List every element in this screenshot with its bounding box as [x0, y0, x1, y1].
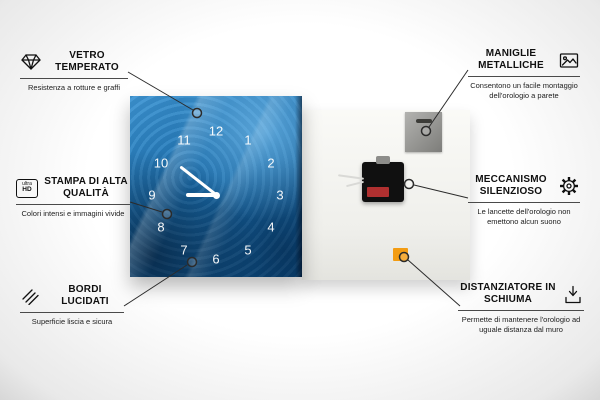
clock-number: 7: [180, 242, 188, 258]
callout-title: DISTANZIATORE IN SCHIUMA: [460, 282, 556, 305]
clock-hour-hand: [186, 193, 216, 197]
polished-edge-icon: [20, 287, 42, 305]
mechanism-hanger: [376, 156, 390, 164]
callout-distanziatore-schiuma: DISTANZIATORE IN SCHIUMA Permette di man…: [458, 282, 584, 335]
callout-subtitle: Superficie liscia e sicura: [31, 317, 113, 326]
clock-mechanism: [337, 156, 404, 202]
metal-hanger-plate: [405, 112, 442, 152]
callout-title: STAMPA DI ALTA QUALITÀ: [44, 176, 128, 199]
clock-front-panel: 12 1 2 3 4 5 6 7 8 9 10 11: [130, 96, 302, 277]
foam-spacer: [393, 248, 408, 261]
clock-number: 5: [244, 242, 252, 258]
callout-header: DISTANZIATORE IN SCHIUMA: [458, 282, 584, 311]
gear-icon: [558, 176, 580, 196]
clock-number: 2: [267, 155, 275, 171]
foam-spacer-icon: [562, 285, 584, 304]
callout-meccanismo-silenzioso: MECCANISMO SILENZIOSO Le lancette dell'o…: [468, 174, 580, 227]
clock-number: 1: [244, 132, 252, 148]
callout-title: BORDI LUCIDATI: [61, 284, 109, 307]
clock-number: 4: [267, 219, 275, 235]
callout-title: VETRO TEMPERATO: [55, 50, 119, 73]
battery: [367, 187, 389, 197]
diamond-icon: [20, 53, 42, 71]
callout-title: MECCANISMO SILENZIOSO: [475, 174, 547, 197]
clock-back-panel: [302, 110, 470, 280]
clock-number: 8: [157, 219, 165, 235]
callout-bordi-lucidati: BORDI LUCIDATI Superficie liscia e sicur…: [20, 284, 124, 327]
glass-reflection: [130, 96, 302, 277]
callout-subtitle: Le lancette dell'orologio non emettono a…: [477, 207, 571, 226]
spare-clock-hand: [346, 180, 364, 188]
callout-stampa-alta-qualita: ultra HD STAMPA DI ALTA QUALITÀ Colori i…: [16, 176, 130, 219]
ultra-hd-icon-text: HD: [22, 186, 32, 194]
spare-clock-hand: [337, 174, 365, 180]
callout-header: ultra HD STAMPA DI ALTA QUALITÀ: [16, 176, 130, 205]
clock-center-cap: [212, 191, 220, 199]
ultra-hd-icon-text: ultra: [22, 181, 32, 188]
picture-frame-icon: [558, 52, 580, 69]
callout-subtitle: Permette di mantenere l'orologio ad ugua…: [461, 315, 581, 334]
callout-header: BORDI LUCIDATI: [20, 284, 124, 313]
callout-header: MECCANISMO SILENZIOSO: [468, 174, 580, 203]
callout-header: VETRO TEMPERATO: [20, 50, 128, 79]
clock-number: 11: [177, 132, 191, 148]
callout-maniglie-metalliche: MANIGLIE METALLICHE Consentono un facile…: [468, 48, 580, 101]
hanger-slot: [415, 119, 432, 123]
clock-number: 9: [148, 187, 156, 203]
clock-number: 10: [153, 155, 169, 171]
callout-title: MANIGLIE METALLICHE: [478, 48, 544, 71]
clock-number: 3: [276, 187, 284, 203]
clock-number: 6: [212, 251, 220, 267]
callout-subtitle: Consentono un facile montaggio dell'orol…: [470, 81, 578, 100]
clock-number: 12: [208, 123, 224, 139]
callout-header: MANIGLIE METALLICHE: [468, 48, 580, 77]
callout-vetro-temperato: VETRO TEMPERATO Resistenza a rotture e g…: [20, 50, 128, 93]
ultra-hd-icon: ultra HD: [16, 178, 38, 198]
callout-subtitle: Resistenza a rotture e graffi: [28, 83, 120, 92]
callout-subtitle: Colori intensi e immagini vivide: [21, 209, 125, 218]
